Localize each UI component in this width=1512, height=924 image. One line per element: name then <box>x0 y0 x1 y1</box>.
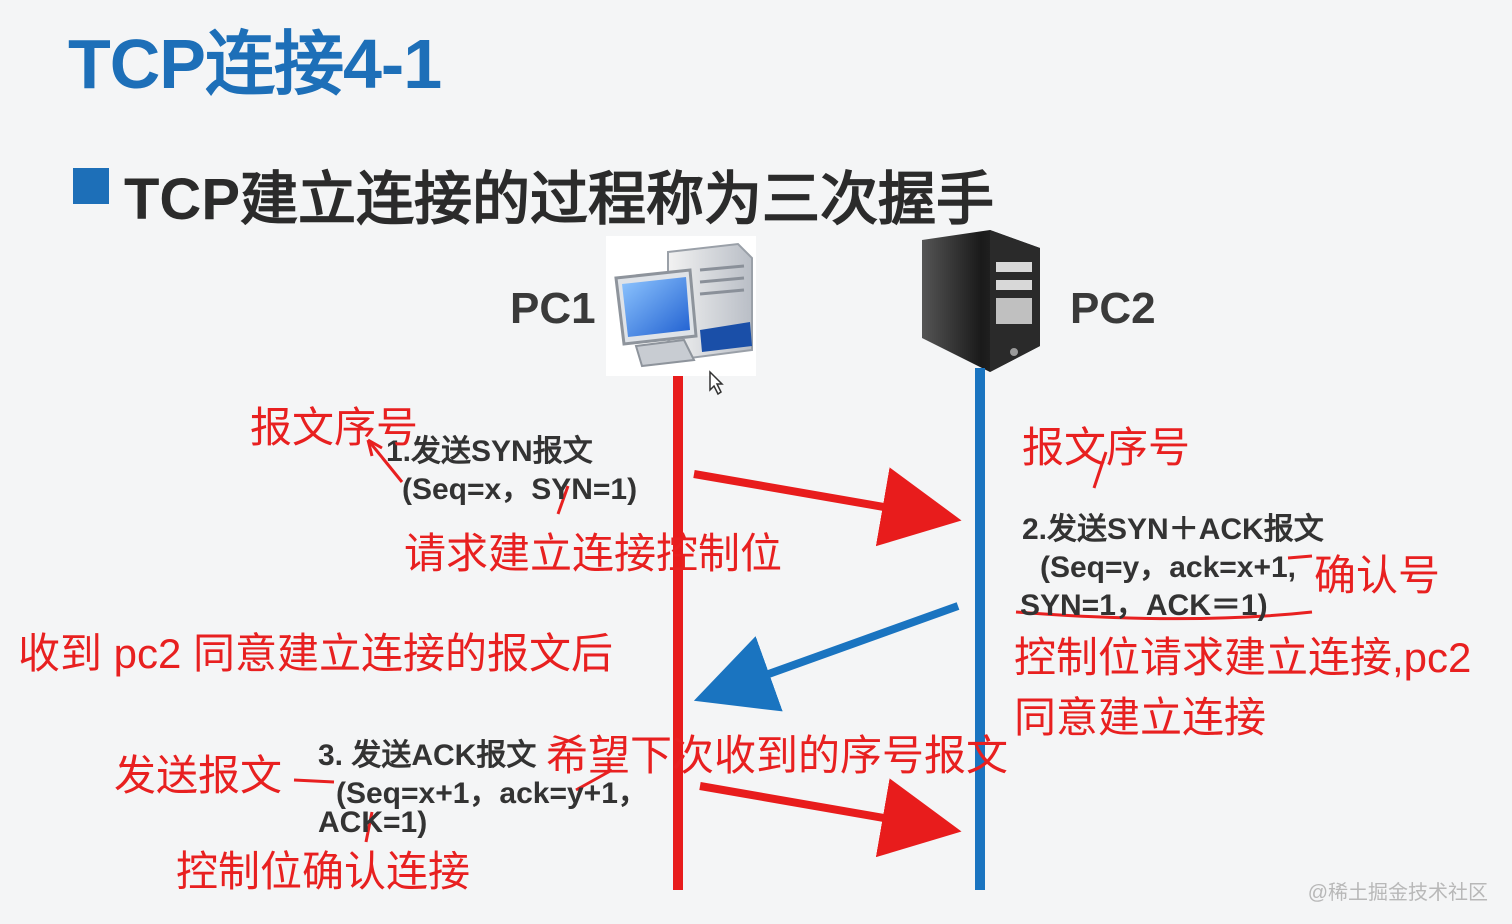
bullet-text: TCP建立连接的过程称为三次握手 <box>124 167 995 232</box>
slide-title: TCP连接4-1 <box>68 25 442 103</box>
step1-params: (Seq=x，SYN=1) <box>402 473 638 506</box>
syn-ack-arrow <box>693 602 960 712</box>
annotation-hope-next: 希望下次收到的序号报文 <box>546 732 1009 779</box>
step3-params: (Seq=x+1，ack=y+1， <box>336 777 648 810</box>
annotation-syn-control: 请求建立连接控制位 <box>404 530 783 577</box>
step2-flags: SYN=1，ACK＝1) <box>1020 589 1268 622</box>
step2-params: (Seq=y，ack=x+1, <box>1040 551 1297 584</box>
annotation-control-confirm: 控制位确认连接 <box>176 848 471 895</box>
step3-title: 3. 发送ACK报文 <box>318 739 537 772</box>
pc2-label: PC2 <box>1070 284 1156 333</box>
annotation-send-msg: 发送报文 <box>114 752 283 799</box>
pc1-label: PC1 <box>510 284 596 333</box>
annotation-received-pc2: 收到 pc2 同意建立连接的报文后 <box>18 630 614 677</box>
annotation-seq-left: 报文序号 <box>250 404 419 451</box>
annotation-seq-right: 报文序号 <box>1022 424 1191 471</box>
ack-arrow <box>699 778 962 858</box>
desktop-computer-icon <box>606 236 756 376</box>
mouse-cursor-icon <box>709 370 724 396</box>
syn-arrow <box>693 467 962 547</box>
step3-flags: ACK=1) <box>318 806 428 839</box>
watermark: @稀土掘金技术社区 <box>1307 882 1488 904</box>
handwritten-marks <box>293 438 1313 843</box>
annotation-control-request: 控制位请求建立连接,pc2 <box>1014 634 1472 681</box>
step1-title: 1.发送SYN报文 <box>386 435 593 468</box>
server-tower-icon <box>922 230 1040 372</box>
bullet-square-icon <box>73 168 109 204</box>
step2-title: 2.发送SYN＋ACK报文 <box>1022 513 1324 546</box>
annotation-agree-connect: 同意建立连接 <box>1014 694 1267 741</box>
annotation-ack-number: 确认号 <box>1314 552 1441 599</box>
